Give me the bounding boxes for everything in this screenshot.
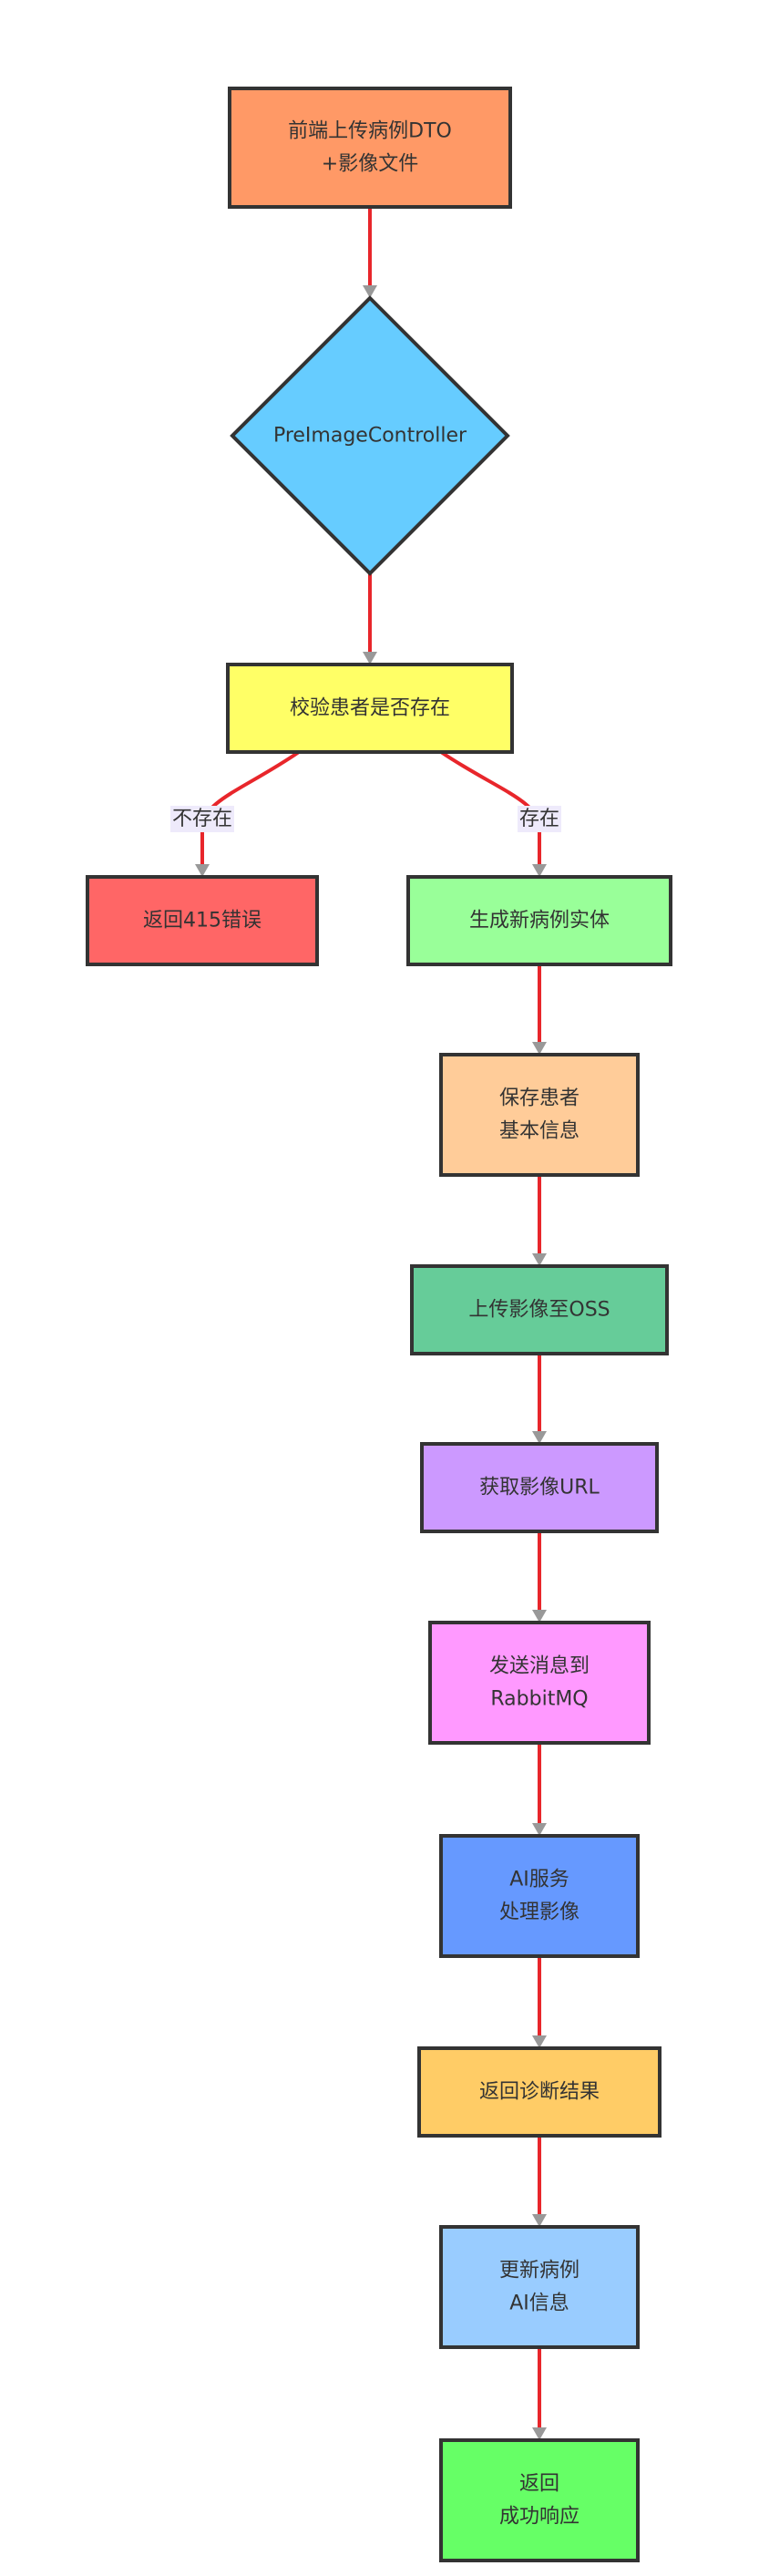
edge-label-check-create-background xyxy=(517,806,562,832)
node-oss-label-line-0: 上传影像至OSS xyxy=(468,1299,610,1322)
edge-ai-result-arrowhead xyxy=(532,2035,547,2048)
node-save-label-line-1: 基本信息 xyxy=(499,1120,580,1143)
edge-result-update-arrowhead xyxy=(532,2214,547,2227)
edge-label-check-error-background xyxy=(169,806,235,832)
node-error-label-line-0: 返回415错误 xyxy=(143,910,262,933)
node-create-label-line-0: 生成新病例实体 xyxy=(469,910,610,933)
node-save-label-line-0: 保存患者 xyxy=(499,1087,580,1110)
nodes-layer: 前端上传病例DTO +影像文件 PreImageController 校验患者是否存在… xyxy=(86,87,672,2562)
node-controller: PreImageController xyxy=(230,295,510,576)
node-controller-diamond xyxy=(230,295,510,576)
edge-controller-check xyxy=(363,573,377,665)
node-oss-box xyxy=(410,1264,669,1355)
node-upload-label-line-0: 前端上传病例DTO xyxy=(288,120,452,143)
node-oss: 上传影像至OSS xyxy=(410,1264,669,1355)
node-upload-label-line-1: +影像文件 xyxy=(322,153,418,176)
node-result-label-line-0: 返回诊断结果 xyxy=(479,2081,600,2104)
edge-controller-check-arrowhead xyxy=(363,652,377,665)
edge-url-mq xyxy=(532,1531,547,1623)
edge-oss-url xyxy=(532,1354,547,1444)
node-update-label-line-1: AI信息 xyxy=(509,2293,569,2315)
edge-update-done xyxy=(532,2347,547,2440)
edge-check-create-arrowhead xyxy=(532,864,547,877)
edge-mq-ai-arrowhead xyxy=(532,1823,547,1836)
node-url-label-line-0: 获取影像URL xyxy=(479,1477,600,1499)
node-url: 获取影像URL xyxy=(420,1442,659,1533)
node-mq-box xyxy=(428,1621,651,1745)
node-update-label-line-0: 更新病例 xyxy=(499,2260,580,2282)
node-url-box xyxy=(420,1442,659,1533)
node-result: 返回诊断结果 xyxy=(417,2046,662,2138)
node-ai-box xyxy=(439,1834,640,1958)
edge-upload-controller-arrowhead xyxy=(363,285,377,298)
edge-upload-controller xyxy=(363,207,377,298)
node-upload: 前端上传病例DTO +影像文件 xyxy=(228,87,512,209)
node-check: 校验患者是否存在 xyxy=(226,663,514,754)
edge-oss-url-arrowhead xyxy=(532,1431,547,1444)
node-check-label-line-0: 校验患者是否存在 xyxy=(290,697,450,720)
node-ai-label-line-0: AI服务 xyxy=(509,1869,569,1891)
edges-layer xyxy=(195,207,547,2440)
edge-mq-ai xyxy=(532,1743,547,1836)
node-ai-label-line-1: 处理影像 xyxy=(499,1901,580,1924)
node-done-label-line-1: 成功响应 xyxy=(499,2506,580,2529)
edge-create-save-arrowhead xyxy=(532,1042,547,1055)
node-done-box xyxy=(439,2438,640,2562)
node-create-box xyxy=(406,875,672,966)
node-error-box xyxy=(86,875,319,966)
edge-save-oss xyxy=(532,1175,547,1266)
edge-label-check-error: 不存在 xyxy=(169,806,235,832)
edge-ai-result xyxy=(532,1956,547,2048)
node-save-box xyxy=(439,1053,640,1177)
node-controller-label-line-0: PreImageController xyxy=(273,425,467,448)
edge-result-update xyxy=(532,2136,547,2227)
edge-label-check-create-text: 存在 xyxy=(519,808,559,830)
edge-create-save xyxy=(532,964,547,1055)
node-check-box xyxy=(226,663,514,754)
edge-check-error-arrowhead xyxy=(195,864,210,877)
node-update: 更新病例 AI信息 xyxy=(439,2225,640,2349)
node-create: 生成新病例实体 xyxy=(406,875,672,966)
node-update-box xyxy=(439,2225,640,2349)
edge-url-mq-arrowhead xyxy=(532,1610,547,1623)
node-mq: 发送消息到 RabbitMQ xyxy=(428,1621,651,1745)
node-upload-box xyxy=(228,87,512,209)
node-error: 返回415错误 xyxy=(86,875,319,966)
edge-update-done-arrowhead xyxy=(532,2427,547,2440)
edge-label-check-create: 存在 xyxy=(517,806,562,832)
node-done-label-line-0: 返回 xyxy=(519,2473,559,2496)
edge-label-check-error-text: 不存在 xyxy=(172,808,232,830)
edge-labels-layer: 不存在 存在 xyxy=(169,806,562,832)
node-result-box xyxy=(417,2046,662,2138)
node-mq-label-line-0: 发送消息到 xyxy=(489,1655,590,1678)
edge-save-oss-arrowhead xyxy=(532,1253,547,1266)
node-mq-label-line-1: RabbitMQ xyxy=(490,1688,588,1711)
